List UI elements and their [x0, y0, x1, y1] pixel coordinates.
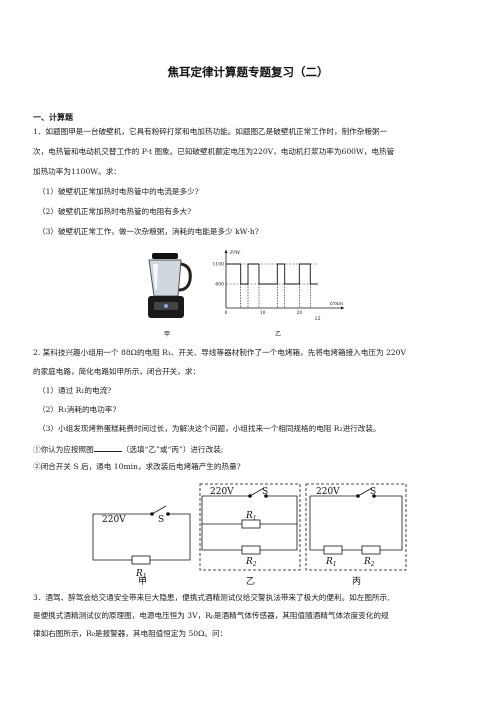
voltage-label-jia: 220V [102, 515, 126, 525]
section-heading: 一、计算题 [33, 113, 73, 122]
switch-bing [357, 487, 373, 497]
x-tick-label: 10 [260, 310, 266, 316]
q1-line-2: 次，电热管和电动机交替工作的 P-t 图象。已知破壁机额定电压为220V，电动机… [33, 147, 395, 156]
circuit-yi [201, 487, 298, 555]
resistor-r2-bing [361, 545, 381, 555]
blender-figure [148, 253, 192, 318]
resistor-r1-jia [131, 555, 151, 565]
resistor-r1-yi [241, 519, 261, 529]
r1-label-jia: R1 [135, 569, 147, 580]
voltage-label-bing: 220V [316, 487, 340, 497]
resistor-r2-yi [241, 545, 261, 555]
circuit-diagrams: 220V S R1 220V S R1 R2 220V S R1 R2 甲 乙 … [92, 483, 407, 586]
switch-yi [249, 487, 265, 497]
q2-line-1: 2. 某科技兴趣小组用一个 88Ω的电阻 R₁、开关、导线等器材制作了一个电烤箱… [33, 348, 406, 357]
answer-blank[interactable] [93, 443, 122, 452]
q1-line-3: 加热功率为1100W。求： [33, 167, 121, 176]
q3-line-1: 3．酒驾、醉驾会给交通安全带来巨大隐患，便携式酒精测试仪给交警执法带来了极大的便… [33, 593, 390, 602]
y-tick-label: 1100 [213, 262, 225, 268]
r2-label-yi: R2 [245, 557, 257, 568]
x-axis-arrow [341, 306, 344, 310]
x-tick-label: 0 [225, 310, 228, 316]
blender-lid [152, 253, 178, 259]
q2-sub-1: （1）通过 R₁的电流? [38, 386, 112, 395]
q2-sub-3b: ②闭合开关 S 后，通电 10min，求改装后电烤箱产生的热量? [33, 462, 241, 471]
circuit-label-jia: 甲 [138, 576, 147, 586]
fig-label-jia: 甲 [164, 331, 171, 338]
voltage-label-yi: 220V [210, 487, 234, 497]
q1-line-1: 1．如题图甲是一台破壁机，它具有粉碎打浆和电加热功能。如题图乙是破壁机正常工作时… [33, 127, 388, 136]
resistor-r1-bing [323, 545, 343, 555]
circuit-label-bing: 丙 [352, 576, 361, 586]
y-axis-arrow [224, 250, 228, 253]
r2-label-bing: R2 [363, 557, 375, 568]
x-axis-label: t/min [330, 301, 343, 307]
circuit-jia [92, 505, 191, 565]
x-tick-label: 20 [296, 310, 302, 316]
switch-jia [151, 505, 167, 515]
q3-line-3: 律如右图所示，R₀是报警器，其电阻值恒定为 50Ω。问： [33, 629, 228, 638]
power-step-line [226, 263, 318, 285]
q1-sub-1: （1）破壁机正常加热时电热管中的电流是多少? [38, 187, 199, 196]
switch-label-jia: S [158, 515, 164, 525]
page-title: 焦耳定律计算题专题复习（二） [167, 65, 329, 79]
chart-axes [224, 250, 344, 310]
circuit-bing [309, 487, 403, 555]
x-tick-label: 25 [315, 316, 321, 322]
power-time-chart: P/W t/min 1100 600 0 10 20 25 [213, 250, 344, 322]
q2-sub-3: （3）小组发现烤熟蛋糕耗费时间过长，为解决这个问题，小组找来一个相同规格的电阻 … [38, 424, 381, 433]
q1-sub-2: （2）破壁机正常加热时电热管的电阻有多大? [38, 207, 192, 216]
blender-handle [178, 262, 192, 292]
dashed-frame-yi [199, 483, 301, 571]
switch-label-bing: S [370, 487, 376, 497]
r1-label-yi: R1 [245, 511, 257, 522]
r1-label-bing: R1 [325, 557, 337, 568]
dashed-frame-bing [305, 483, 407, 571]
y-tick-label: 600 [215, 282, 224, 288]
q2-sub-3a: ①你认为应按照图（选填“乙”或“丙”）进行改装; [33, 443, 224, 454]
q2-line-2: 的家庭电路，简化电路如甲所示，闭合开关，求： [33, 367, 201, 376]
q3-line-2: 是便携式酒精测试仪的原理图，电源电压恒为 3V，Rₚ是酒精气体传感器，其阻值随酒… [33, 611, 389, 620]
fig-label-yi: 乙 [275, 331, 282, 338]
q2-sub-2: （2）R₁消耗的电功率? [38, 405, 117, 414]
q1-sub-3: （3）破壁机正常工作，做一次杂粮粥，消耗的电能是多少 kW·h? [38, 227, 259, 236]
circuit-label-yi: 乙 [246, 576, 255, 586]
y-axis-label: P/W [229, 250, 241, 256]
switch-label-yi: S [262, 487, 268, 497]
